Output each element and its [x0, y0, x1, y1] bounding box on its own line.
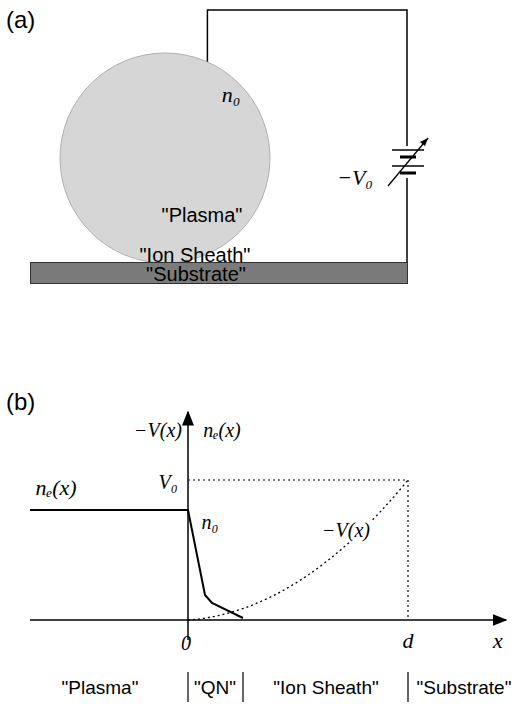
panel-label: (a)	[6, 7, 35, 33]
region-bar	[407, 672, 408, 702]
axis-label: x	[493, 629, 503, 653]
density-label: n₀	[222, 83, 241, 107]
tick-label: d	[403, 629, 414, 653]
curve-label: −V(x)	[320, 519, 372, 541]
axis-label: nₑ(x)	[203, 419, 240, 441]
region-bar	[242, 672, 243, 702]
region-label: "Substrate"	[146, 263, 246, 285]
region-label: "Plasma"	[62, 678, 139, 699]
region-label: "Plasma"	[162, 204, 243, 226]
y-axis	[187, 412, 189, 640]
plasma-circle: n₀"Plasma""Ion Sheath"	[59, 52, 271, 264]
voltage-label: −V₀	[337, 166, 373, 190]
tick-label: V₀	[158, 471, 177, 493]
d-guide	[407, 480, 408, 620]
v0-guide	[188, 479, 408, 480]
region-label: "QN"	[194, 678, 236, 699]
region-label: "Ion Sheath"	[273, 678, 378, 699]
region-bar	[187, 672, 188, 702]
tick-label: n₀	[200, 511, 221, 533]
axis-label: −V(x)	[134, 419, 182, 441]
tick-label: 0	[181, 632, 191, 654]
substrate-bar: "Substrate"	[30, 262, 408, 284]
x-axis	[30, 619, 506, 621]
potential-curve	[188, 480, 408, 620]
curve-label: nₑ(x)	[35, 476, 76, 500]
region-label: "Substrate"	[417, 678, 512, 699]
density-curve	[30, 510, 243, 618]
panel-label: (b)	[6, 389, 35, 415]
